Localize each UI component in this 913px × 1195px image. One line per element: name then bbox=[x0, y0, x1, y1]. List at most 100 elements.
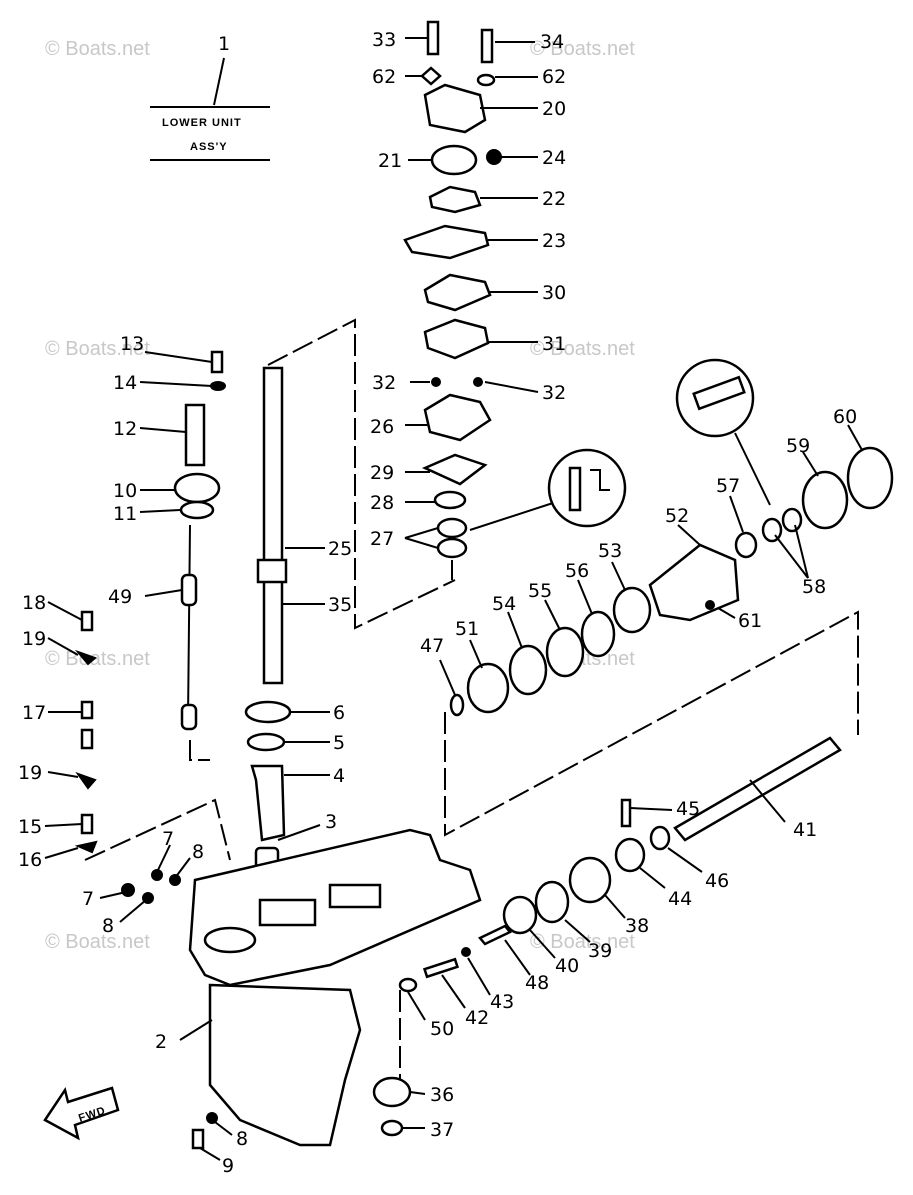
part-label: 4 bbox=[333, 765, 345, 787]
watermarks: © Boats.net © Boats.net © Boats.net © Bo… bbox=[45, 38, 635, 953]
washer-62 bbox=[476, 73, 496, 87]
part-label: 19 bbox=[22, 628, 46, 650]
gasket-8 bbox=[206, 1112, 218, 1124]
part-label: 5 bbox=[333, 732, 345, 754]
detail-insets bbox=[469, 358, 771, 531]
pinion-51 bbox=[466, 662, 510, 714]
water-pump-assembly bbox=[403, 20, 502, 580]
bearing-53 bbox=[612, 586, 652, 634]
part-label: 47 bbox=[420, 635, 444, 657]
spring-12 bbox=[184, 403, 206, 467]
part-label: 3 bbox=[325, 811, 337, 833]
left-fasteners bbox=[74, 610, 98, 854]
o-ring-58 bbox=[781, 507, 803, 533]
dog-clutch-44 bbox=[614, 837, 646, 873]
thrust-washer-55 bbox=[545, 626, 585, 678]
part-label: 62 bbox=[372, 66, 396, 88]
drive-shaft-spline bbox=[256, 558, 288, 584]
outer-plate-30 bbox=[423, 273, 492, 312]
shift-rod-end bbox=[180, 703, 198, 731]
part-label: 59 bbox=[786, 435, 810, 457]
part-label: 26 bbox=[370, 416, 394, 438]
lower-case-opening bbox=[203, 926, 257, 954]
watermark-text: © Boats.net bbox=[530, 931, 635, 953]
part-label: 52 bbox=[665, 505, 689, 527]
shift-rod-joint-10 bbox=[173, 472, 221, 504]
watermark-text: © Boats.net bbox=[45, 648, 150, 670]
shim-54 bbox=[508, 644, 548, 696]
clip-17 bbox=[80, 700, 94, 720]
part-label: 7 bbox=[82, 888, 94, 910]
part-label: 36 bbox=[430, 1084, 454, 1106]
part-label: 32 bbox=[372, 372, 396, 394]
oil-seal-27 bbox=[436, 517, 468, 539]
part-label: 53 bbox=[598, 540, 622, 562]
part-label: 48 bbox=[525, 972, 549, 994]
shim-5 bbox=[246, 732, 286, 752]
plug-7 bbox=[121, 883, 135, 897]
part-label: 21 bbox=[378, 150, 402, 172]
shift-rod-collar bbox=[180, 573, 198, 607]
pump-housing-20 bbox=[423, 83, 487, 134]
leader-lines bbox=[44, 37, 863, 1161]
part-label: 10 bbox=[113, 480, 137, 502]
part-label: 6 bbox=[333, 702, 345, 724]
part-label: 9 bbox=[222, 1155, 234, 1177]
gasket-8 bbox=[169, 874, 181, 886]
watermark-text: © Boats.net bbox=[45, 38, 150, 60]
shift-rod-assembly bbox=[173, 350, 226, 731]
part-label: 2 bbox=[155, 1031, 167, 1053]
gasket-31 bbox=[423, 318, 490, 360]
part-label: 55 bbox=[528, 580, 552, 602]
part-label: 43 bbox=[490, 991, 514, 1013]
caption-line-2: ASS'Y bbox=[190, 141, 228, 153]
part-label: 1 bbox=[218, 33, 230, 55]
part-label: 51 bbox=[455, 618, 479, 640]
pin-45 bbox=[620, 798, 632, 828]
detail-pin-icon bbox=[568, 466, 582, 512]
pin-24 bbox=[486, 149, 502, 165]
part-label: 57 bbox=[716, 475, 740, 497]
shift-cam-50 bbox=[398, 977, 418, 993]
part-number-labels: 33 34 62 62 20 21 24 22 23 30 31 32 32 2… bbox=[18, 29, 857, 1177]
part-label: 28 bbox=[370, 492, 394, 514]
part-label: 12 bbox=[113, 418, 137, 440]
bearing-60 bbox=[846, 446, 894, 510]
bearing-6 bbox=[244, 700, 292, 724]
part-label: 11 bbox=[113, 503, 137, 525]
sleeve-4 bbox=[250, 764, 286, 842]
part-label: 62 bbox=[542, 66, 566, 88]
part-label: 44 bbox=[668, 888, 692, 910]
insert-cartridge-21 bbox=[430, 144, 478, 176]
part-label: 8 bbox=[236, 1128, 248, 1150]
part-label: 20 bbox=[542, 98, 566, 120]
part-label: 24 bbox=[542, 147, 566, 169]
gear-38 bbox=[568, 856, 612, 904]
ball-43 bbox=[461, 947, 471, 957]
shim-40 bbox=[502, 895, 538, 935]
seal-28 bbox=[433, 490, 467, 510]
part-label: 61 bbox=[738, 610, 762, 632]
drive-shaft-assembly bbox=[244, 366, 292, 874]
watermark-text: © Boats.net bbox=[530, 338, 635, 360]
plunger-42 bbox=[422, 957, 460, 979]
part-label: 42 bbox=[465, 1007, 489, 1029]
grommet-11 bbox=[179, 500, 215, 520]
part-label: 60 bbox=[833, 406, 857, 428]
part-label: 58 bbox=[802, 576, 826, 598]
cross-pin-46 bbox=[649, 825, 671, 851]
part-label: 41 bbox=[793, 819, 817, 841]
dowel-pin-32 bbox=[473, 377, 483, 387]
watermark-text: © Boats.net bbox=[530, 38, 635, 60]
oil-seal-27 bbox=[436, 537, 468, 559]
part-label: 34 bbox=[540, 31, 564, 53]
bearing-39 bbox=[534, 880, 570, 924]
washer-14 bbox=[210, 381, 226, 391]
part-label: 16 bbox=[18, 849, 42, 871]
part-label: 23 bbox=[542, 230, 566, 252]
gasket-23 bbox=[403, 224, 490, 260]
part-label: 22 bbox=[542, 188, 566, 210]
part-label: 19 bbox=[18, 762, 42, 784]
drive-shaft-35 bbox=[262, 366, 284, 685]
